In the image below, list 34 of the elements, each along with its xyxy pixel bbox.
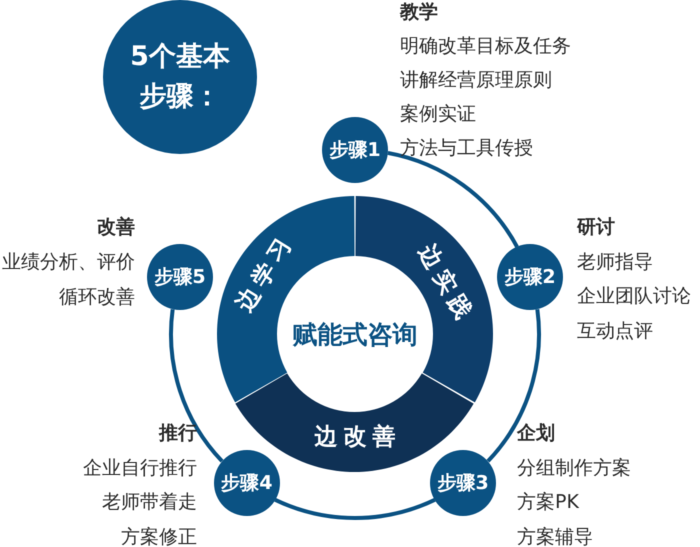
step-item-text: 方案PK xyxy=(517,490,579,514)
step-item-text: 老师带着走 xyxy=(102,490,197,514)
connector-arc xyxy=(274,498,436,520)
step-item-text: 方法与工具传授 xyxy=(400,136,533,160)
step-item-text: 方案辅导 xyxy=(517,525,593,547)
connector-arc xyxy=(387,151,519,248)
step-item-text: 明确改革目标及任务 xyxy=(400,34,571,58)
step-circle: 步骤1 xyxy=(322,117,388,183)
step-item-text: 互动点评 xyxy=(577,318,653,342)
step-heading: 改善 xyxy=(97,215,135,239)
step-heading: 推行 xyxy=(159,421,197,445)
step-item-text: 循环改善 xyxy=(59,285,135,309)
connector-arc xyxy=(486,309,541,462)
title-circle: 5个基本步骤： xyxy=(103,0,257,154)
step-circle: 步骤4 xyxy=(214,450,280,516)
segment-label: 边改善 xyxy=(313,424,402,450)
step-heading: 教学 xyxy=(400,0,438,24)
step-item-text: 案例实证 xyxy=(400,102,476,126)
step-item-text: 企业自行推行 xyxy=(83,456,197,480)
step-item-text: 老师指导 xyxy=(577,250,653,274)
ring-segment xyxy=(235,373,474,472)
step-heading: 研讨 xyxy=(577,215,615,239)
step-circle: 步骤2 xyxy=(496,244,563,310)
center-label: 赋能式咨询 xyxy=(292,320,418,350)
connector-arc xyxy=(169,309,224,462)
step-circle: 步骤5 xyxy=(147,244,213,310)
step-item-text: 企业团队讨论 xyxy=(577,284,691,308)
step-item-text: 讲解经营原理原则 xyxy=(400,68,552,92)
step-heading: 企划 xyxy=(517,421,555,445)
step-item-text: 分组制作方案 xyxy=(517,456,631,480)
step-item-text: 业绩分析、评价 xyxy=(2,250,135,274)
step-item-text: 方案修正 xyxy=(121,525,197,547)
segment-label: 边学习 xyxy=(230,228,300,318)
step-circle: 步骤3 xyxy=(430,450,496,516)
